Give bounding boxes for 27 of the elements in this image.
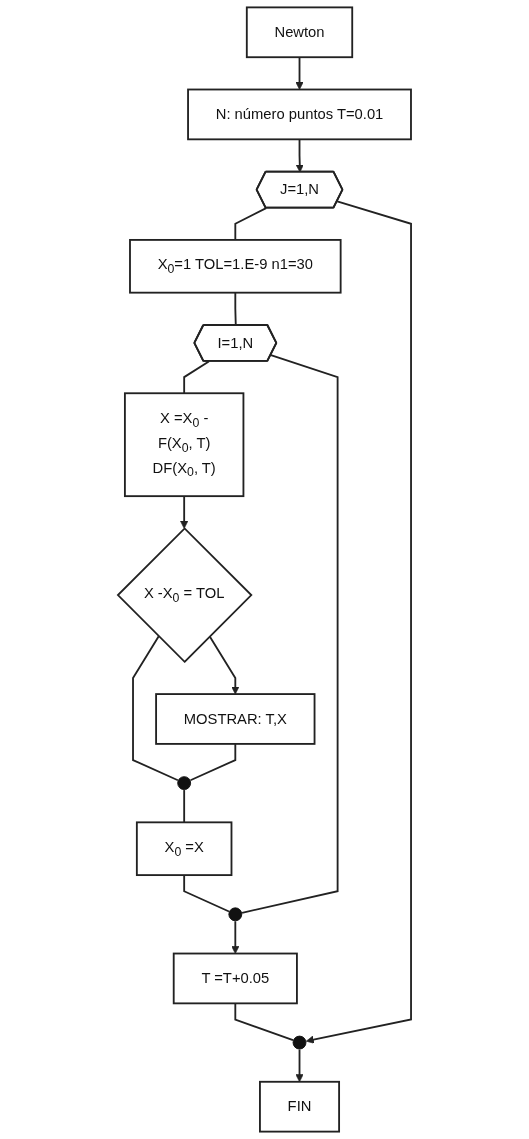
node-circle (228, 907, 243, 922)
arrow (295, 1048, 304, 1083)
arrow (305, 200, 412, 1044)
node-box: T =T+0.05 (172, 952, 298, 1005)
node-box: FIN (259, 1080, 340, 1133)
connector (183, 874, 230, 913)
node-box: X$_{0}$=1 TOL=1.E-9 n1=30 (129, 239, 342, 294)
node-circle (177, 776, 192, 791)
connector (183, 360, 210, 395)
arrow (295, 56, 304, 90)
arrow (295, 138, 304, 173)
node-box: N: número puntos T=0.01 (187, 88, 412, 141)
connector (241, 354, 339, 914)
node-box: Newton (245, 6, 354, 59)
node-box: X =X$_{0}$ - F(X$_{0}$, T) DF(X$_{0}$, T) (123, 392, 245, 498)
connector (234, 1002, 294, 1042)
node-diamond: X -X$_{0}$ = TOL (116, 527, 253, 664)
node-circle (292, 1035, 307, 1050)
node-box: X$_{0}$ =X (135, 821, 233, 876)
arrow (231, 920, 240, 954)
connector (189, 743, 237, 782)
arrow (208, 635, 240, 695)
connector (183, 789, 186, 824)
connector (132, 635, 179, 782)
arrow (180, 495, 189, 529)
connector (234, 207, 268, 241)
node-box: MOSTRAR: T,X (155, 693, 316, 745)
